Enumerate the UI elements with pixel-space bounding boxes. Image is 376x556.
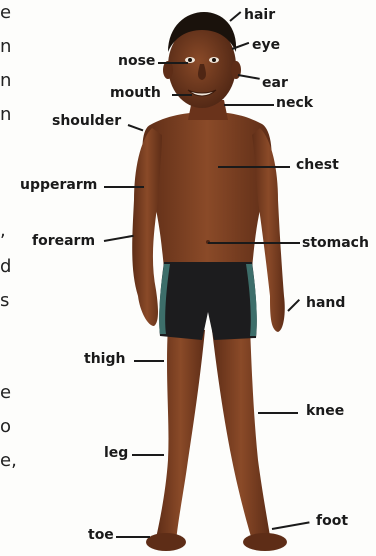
label-stomach: stomach — [302, 236, 369, 250]
left-leg — [156, 325, 205, 542]
label-thigh: thigh — [84, 352, 125, 366]
right-arm — [252, 128, 285, 332]
label-knee: knee — [306, 404, 344, 418]
label-chest: chest — [296, 158, 339, 172]
leader-upperarm — [104, 186, 144, 188]
right-leg — [212, 326, 270, 540]
leader-nose — [158, 62, 188, 64]
label-hand: hand — [306, 296, 345, 310]
leader-chest — [218, 166, 290, 168]
label-forearm: forearm — [32, 234, 95, 248]
left-arm — [132, 128, 162, 326]
label-ear: ear — [262, 76, 288, 90]
leader-toe — [116, 536, 150, 538]
leader-neck — [224, 104, 274, 106]
label-eye: eye — [252, 38, 280, 52]
label-toe: toe — [88, 528, 114, 542]
label-upperarm: upperarm — [20, 178, 97, 192]
label-neck: neck — [276, 96, 313, 110]
right-foot — [243, 533, 287, 551]
shorts — [159, 262, 257, 340]
label-hair: hair — [244, 8, 275, 22]
left-foot — [146, 533, 186, 551]
label-mouth: mouth — [110, 86, 161, 100]
label-foot: foot — [316, 514, 348, 528]
label-shoulder: shoulder — [52, 114, 121, 128]
leader-mouth — [172, 94, 192, 96]
leader-thigh — [134, 360, 164, 362]
label-leg: leg — [104, 446, 128, 460]
label-nose: nose — [118, 54, 155, 68]
leader-leg — [132, 454, 164, 456]
leader-knee — [258, 412, 298, 414]
leader-stomach — [208, 242, 300, 244]
